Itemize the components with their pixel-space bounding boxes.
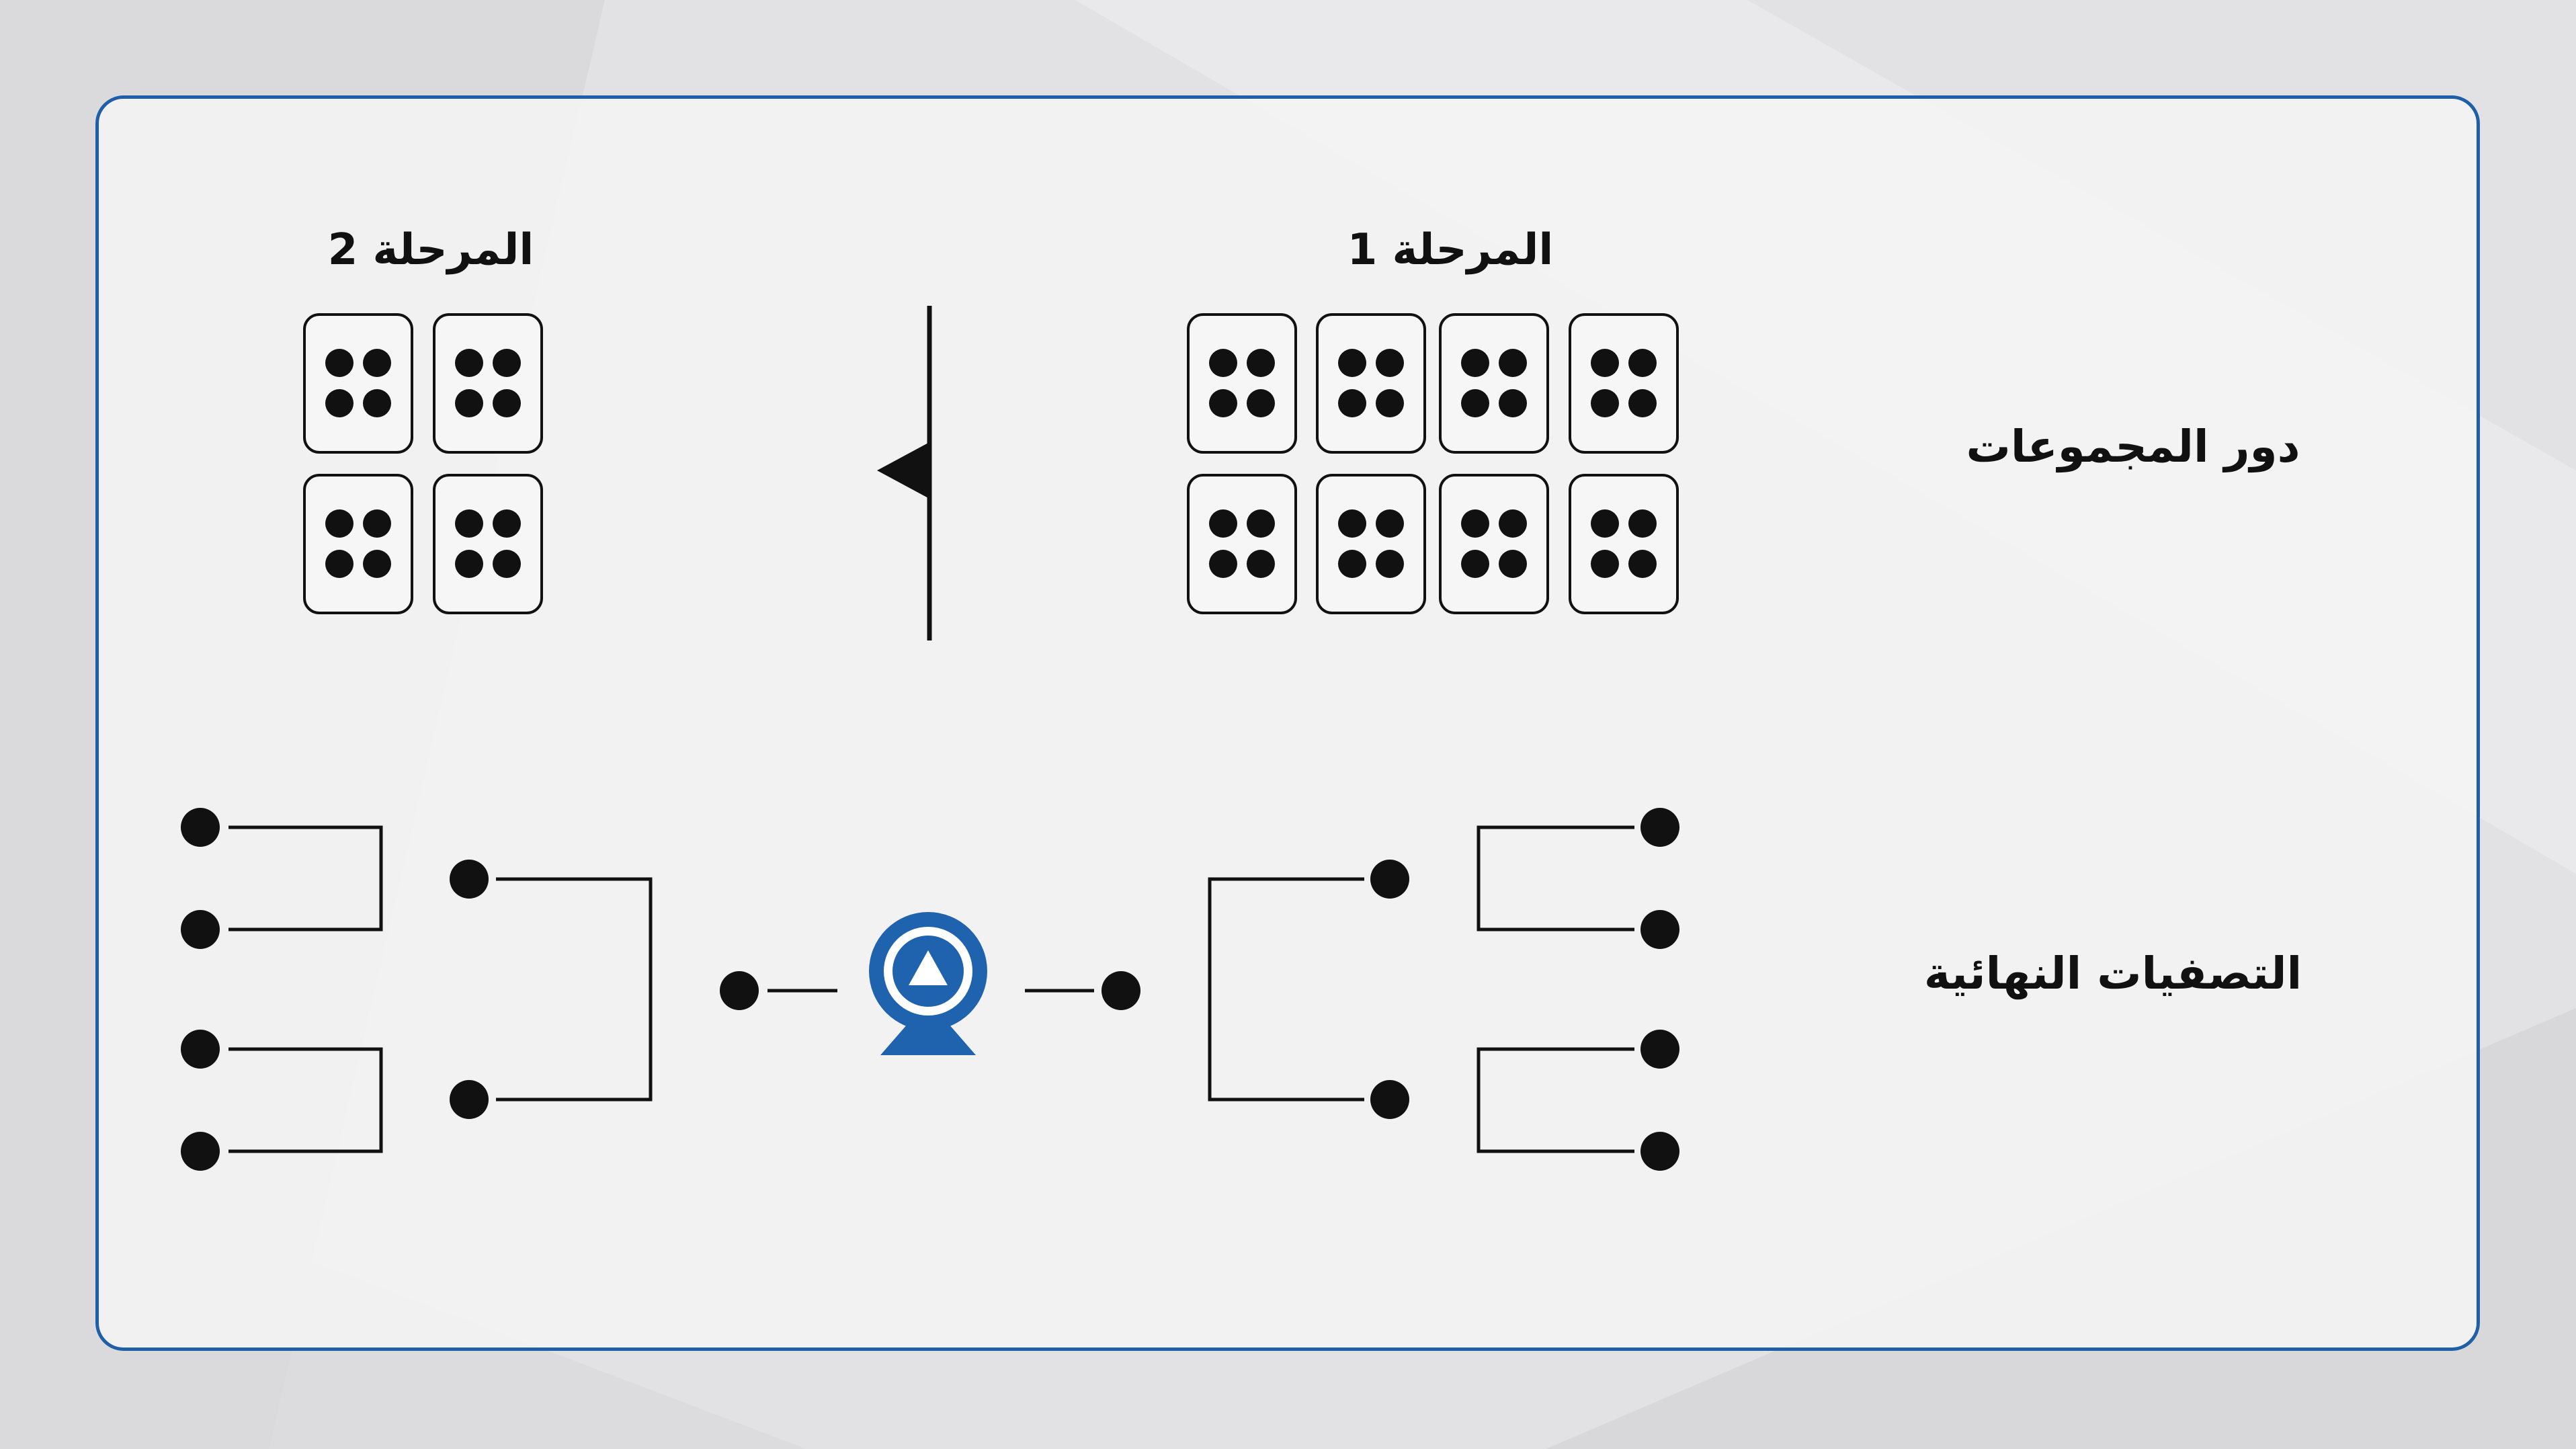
- group-box: [1569, 474, 1679, 614]
- stage2-groups-grid: [303, 313, 543, 614]
- bracket-team-dot: [181, 1132, 220, 1171]
- team-dot: [493, 509, 521, 538]
- team-dot: [1376, 509, 1404, 538]
- team-dot: [1461, 389, 1489, 417]
- team-dot: [363, 550, 391, 578]
- team-dot: [493, 349, 521, 377]
- group-box: [433, 474, 543, 614]
- group-box: [1187, 313, 1297, 454]
- knockout-bracket-right: [1025, 825, 1634, 1153]
- team-dot: [363, 509, 391, 538]
- team-dot: [1499, 349, 1527, 377]
- bracket-team-dot: [450, 860, 489, 899]
- bracket-team-dot: [1640, 808, 1679, 847]
- bracket-team-dot: [720, 971, 759, 1010]
- stage1-label: المرحلة 1: [1347, 225, 1554, 275]
- team-dot: [1376, 389, 1404, 417]
- team-dot: [325, 509, 354, 538]
- group-box: [303, 474, 413, 614]
- group-box: [1316, 474, 1426, 614]
- team-dot: [1461, 550, 1489, 578]
- team-dot: [1338, 550, 1366, 578]
- bracket-team-dot: [181, 910, 220, 949]
- bracket-team-dot: [1640, 1030, 1679, 1069]
- team-dot: [1499, 389, 1527, 417]
- group-box: [1439, 474, 1549, 614]
- team-dot: [1338, 389, 1366, 417]
- team-dot: [1461, 509, 1489, 538]
- team-dot: [1247, 509, 1275, 538]
- team-dot: [1628, 389, 1657, 417]
- team-dot: [455, 389, 483, 417]
- knockout-team-dots: [181, 808, 1679, 1171]
- bracket-team-dot: [1370, 860, 1409, 899]
- team-dot: [1376, 550, 1404, 578]
- bracket-team-dot: [181, 808, 220, 847]
- bracket-team-dot: [1640, 1132, 1679, 1171]
- team-dot: [455, 509, 483, 538]
- team-dot: [363, 389, 391, 417]
- team-dot: [1628, 550, 1657, 578]
- group-box: [1187, 474, 1297, 614]
- team-dot: [1628, 509, 1657, 538]
- knockout-bracket-left: [228, 825, 837, 1153]
- team-dot: [1247, 389, 1275, 417]
- left-arrow-icon: [877, 442, 929, 499]
- team-dot: [1247, 550, 1275, 578]
- group-stage-label: دور المجموعات: [1966, 421, 2300, 472]
- bracket-team-dot: [181, 1030, 220, 1069]
- team-dot: [493, 550, 521, 578]
- team-dot: [1209, 389, 1237, 417]
- team-dot: [1209, 349, 1237, 377]
- team-dot: [325, 349, 354, 377]
- bracket-team-dot: [1102, 971, 1140, 1010]
- group-box: [1316, 313, 1426, 454]
- team-dot: [1499, 550, 1527, 578]
- group-box: [433, 313, 543, 454]
- knockout-label: التصفيات النهائية: [1923, 948, 2302, 999]
- team-dot: [1591, 349, 1619, 377]
- team-dot: [1591, 389, 1619, 417]
- stage1-groups-grid: [1187, 313, 1679, 614]
- group-box: [1569, 313, 1679, 454]
- tournament-format-panel: [95, 95, 2480, 1351]
- team-dot: [1209, 509, 1237, 538]
- team-dot: [363, 349, 391, 377]
- bracket-team-dot: [450, 1080, 489, 1119]
- team-dot: [1338, 349, 1366, 377]
- team-dot: [1591, 509, 1619, 538]
- team-dot: [325, 550, 354, 578]
- team-dot: [455, 550, 483, 578]
- team-dot: [1591, 550, 1619, 578]
- team-dot: [493, 389, 521, 417]
- team-dot: [1461, 349, 1489, 377]
- bracket-team-dot: [1370, 1080, 1409, 1119]
- team-dot: [1209, 550, 1237, 578]
- trophy-icon: [869, 912, 987, 1055]
- group-box: [303, 313, 413, 454]
- stage2-label: المرحلة 2: [327, 225, 534, 275]
- team-dot: [1499, 509, 1527, 538]
- team-dot: [455, 349, 483, 377]
- team-dot: [325, 389, 354, 417]
- team-dot: [1628, 349, 1657, 377]
- team-dot: [1247, 349, 1275, 377]
- bracket-team-dot: [1640, 910, 1679, 949]
- team-dot: [1376, 349, 1404, 377]
- team-dot: [1338, 509, 1366, 538]
- group-box: [1439, 313, 1549, 454]
